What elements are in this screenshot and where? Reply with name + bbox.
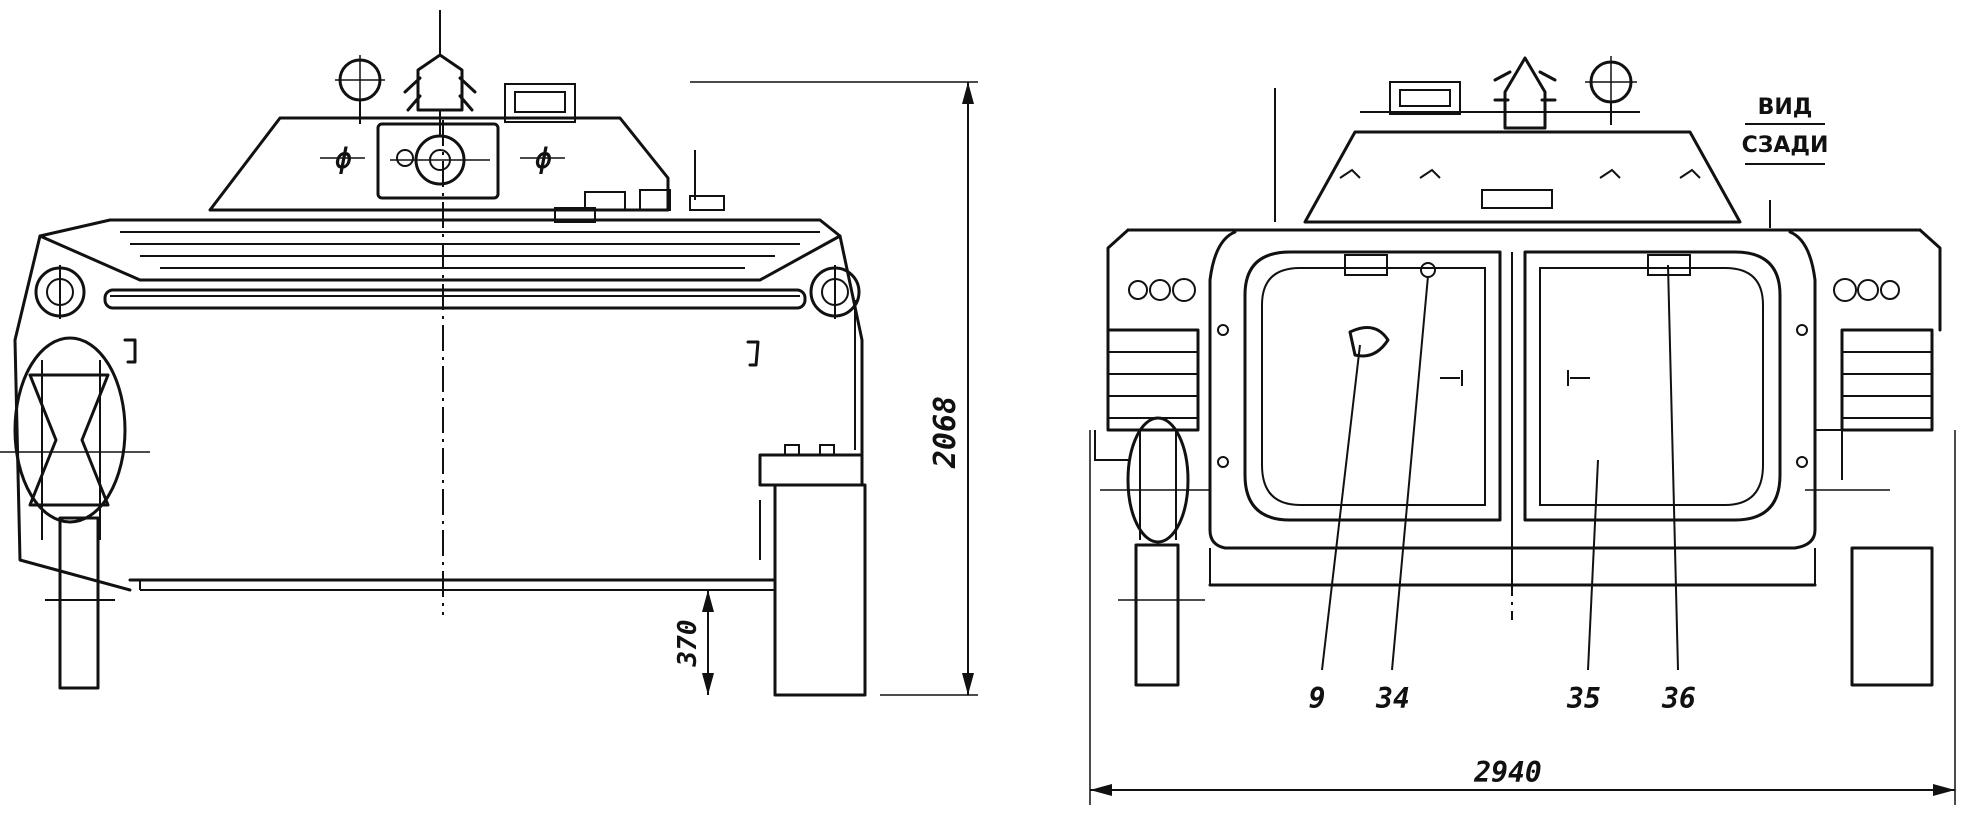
rear-view: ВИД СЗАДИ (1089, 56, 1956, 805)
phi-mark-left: ф (335, 142, 352, 175)
callout-35: 35 (1566, 682, 1601, 715)
front-view: ф ф (0, 10, 978, 697)
callout-9: 9 (1309, 682, 1326, 715)
view-caption-line1: ВИД (1758, 95, 1813, 120)
callout-36: 36 (1661, 682, 1696, 715)
clearance-dimension-label: 370 (673, 620, 703, 668)
view-caption-line2: СЗАДИ (1742, 133, 1829, 158)
height-dimension-label: 2068 (928, 396, 963, 469)
phi-mark-right: ф (535, 142, 552, 175)
callout-34: 34 (1375, 682, 1410, 715)
width-dimension-label: 2940 (1473, 756, 1541, 789)
